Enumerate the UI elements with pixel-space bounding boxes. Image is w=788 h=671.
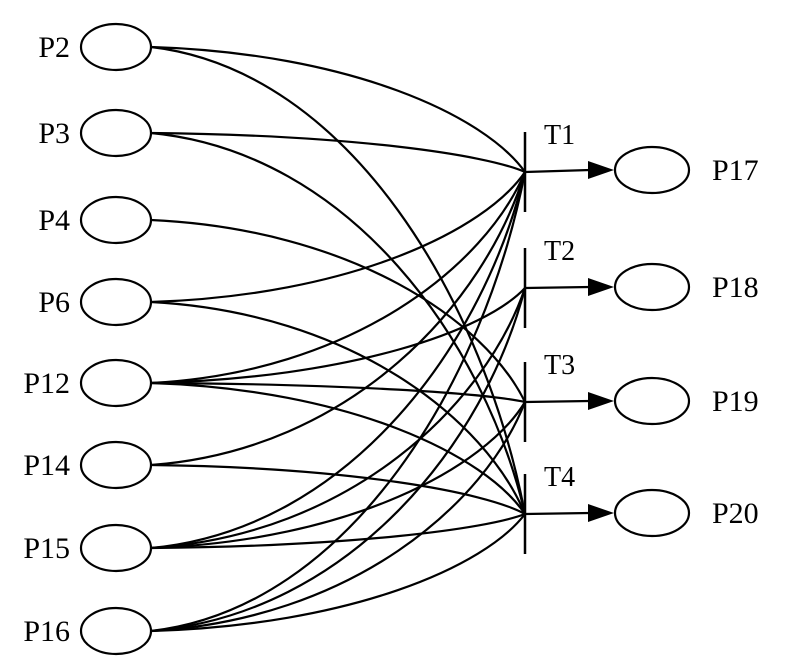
place-p14-circle <box>79 440 153 490</box>
arrowhead-p19 <box>588 392 614 410</box>
arc-p15-t2 <box>150 287 527 550</box>
transition-t2: T2 <box>523 236 575 328</box>
arc-p3-t1 <box>150 131 526 174</box>
transition-t3: T3 <box>523 350 575 442</box>
place-p16-label: P16 <box>23 615 70 648</box>
arrow-t1-p17 <box>524 168 591 174</box>
arc-p16-t2 <box>150 287 527 633</box>
place-p16: P16 <box>23 606 153 656</box>
place-p3: P3 <box>38 108 153 158</box>
transition-t4: T4 <box>523 462 575 554</box>
arrow-t4-p20 <box>524 511 591 516</box>
place-p2-label: P2 <box>38 31 70 64</box>
place-p15: P15 <box>23 523 153 573</box>
arc-p3-t4 <box>150 131 527 515</box>
arc-p6-t1 <box>150 171 526 304</box>
place-p19: P19 <box>524 376 759 426</box>
place-p20: P20 <box>524 488 759 538</box>
place-p18-label: P18 <box>712 271 759 304</box>
place-p20-label: P20 <box>712 497 759 530</box>
place-p15-circle <box>79 523 153 573</box>
place-p12-label: P12 <box>23 367 70 400</box>
arcs-layer <box>150 45 527 633</box>
transition-t2-label: T2 <box>544 236 575 267</box>
arc-p14-t4 <box>150 463 526 515</box>
arc-p15-t4 <box>150 512 526 550</box>
place-p6-circle <box>79 277 153 327</box>
arc-p2-t4 <box>150 45 527 515</box>
arrowhead-p20 <box>588 504 614 522</box>
place-p15-label: P15 <box>23 532 70 565</box>
arrowhead-p18 <box>588 278 614 296</box>
place-p18-circle <box>613 262 691 312</box>
place-p6-label: P6 <box>38 286 70 319</box>
arrow-t3-p19 <box>524 399 591 404</box>
place-p3-label: P3 <box>38 117 70 150</box>
arc-p16-t4 <box>150 513 526 633</box>
arc-p6-t4 <box>150 300 527 515</box>
place-p19-circle <box>613 376 691 426</box>
place-p20-circle <box>613 488 691 538</box>
place-p12: P12 <box>23 358 153 408</box>
place-p14-label: P14 <box>23 449 70 482</box>
place-p12-circle <box>79 358 153 408</box>
place-p3-circle <box>79 108 153 158</box>
arc-p12-t2 <box>150 287 526 385</box>
place-p2: P2 <box>38 22 153 72</box>
place-p6: P6 <box>38 277 153 327</box>
place-p17: P17 <box>524 145 759 195</box>
transition-t1: T1 <box>523 120 575 212</box>
place-p4: P4 <box>38 195 153 245</box>
place-p18: P18 <box>524 262 759 312</box>
arrowhead-p17 <box>588 161 614 179</box>
arc-p2-t1 <box>150 45 526 173</box>
arc-p12-t1 <box>150 171 527 385</box>
arc-p14-t1 <box>150 171 527 467</box>
place-p4-label: P4 <box>38 204 70 237</box>
arc-p12-t3 <box>150 381 526 404</box>
place-p14: P14 <box>23 440 153 490</box>
place-p19-label: P19 <box>712 385 759 418</box>
transition-t3-label: T3 <box>544 350 575 381</box>
arc-p16-t3 <box>150 401 527 633</box>
arc-p15-t1 <box>150 171 527 550</box>
arrow-t2-p18 <box>524 285 591 290</box>
arc-p15-t3 <box>150 401 526 550</box>
arc-p4-t3 <box>150 218 526 403</box>
place-p16-circle <box>79 606 153 656</box>
arc-p16-t1 <box>150 171 527 633</box>
place-p17-label: P17 <box>712 154 759 187</box>
transition-t4-label: T4 <box>544 462 575 493</box>
arc-p12-t4 <box>150 381 526 515</box>
place-p17-circle <box>613 145 691 195</box>
place-p4-circle <box>79 195 153 245</box>
place-p2-circle <box>79 22 153 72</box>
transition-t1-label: T1 <box>544 120 575 151</box>
